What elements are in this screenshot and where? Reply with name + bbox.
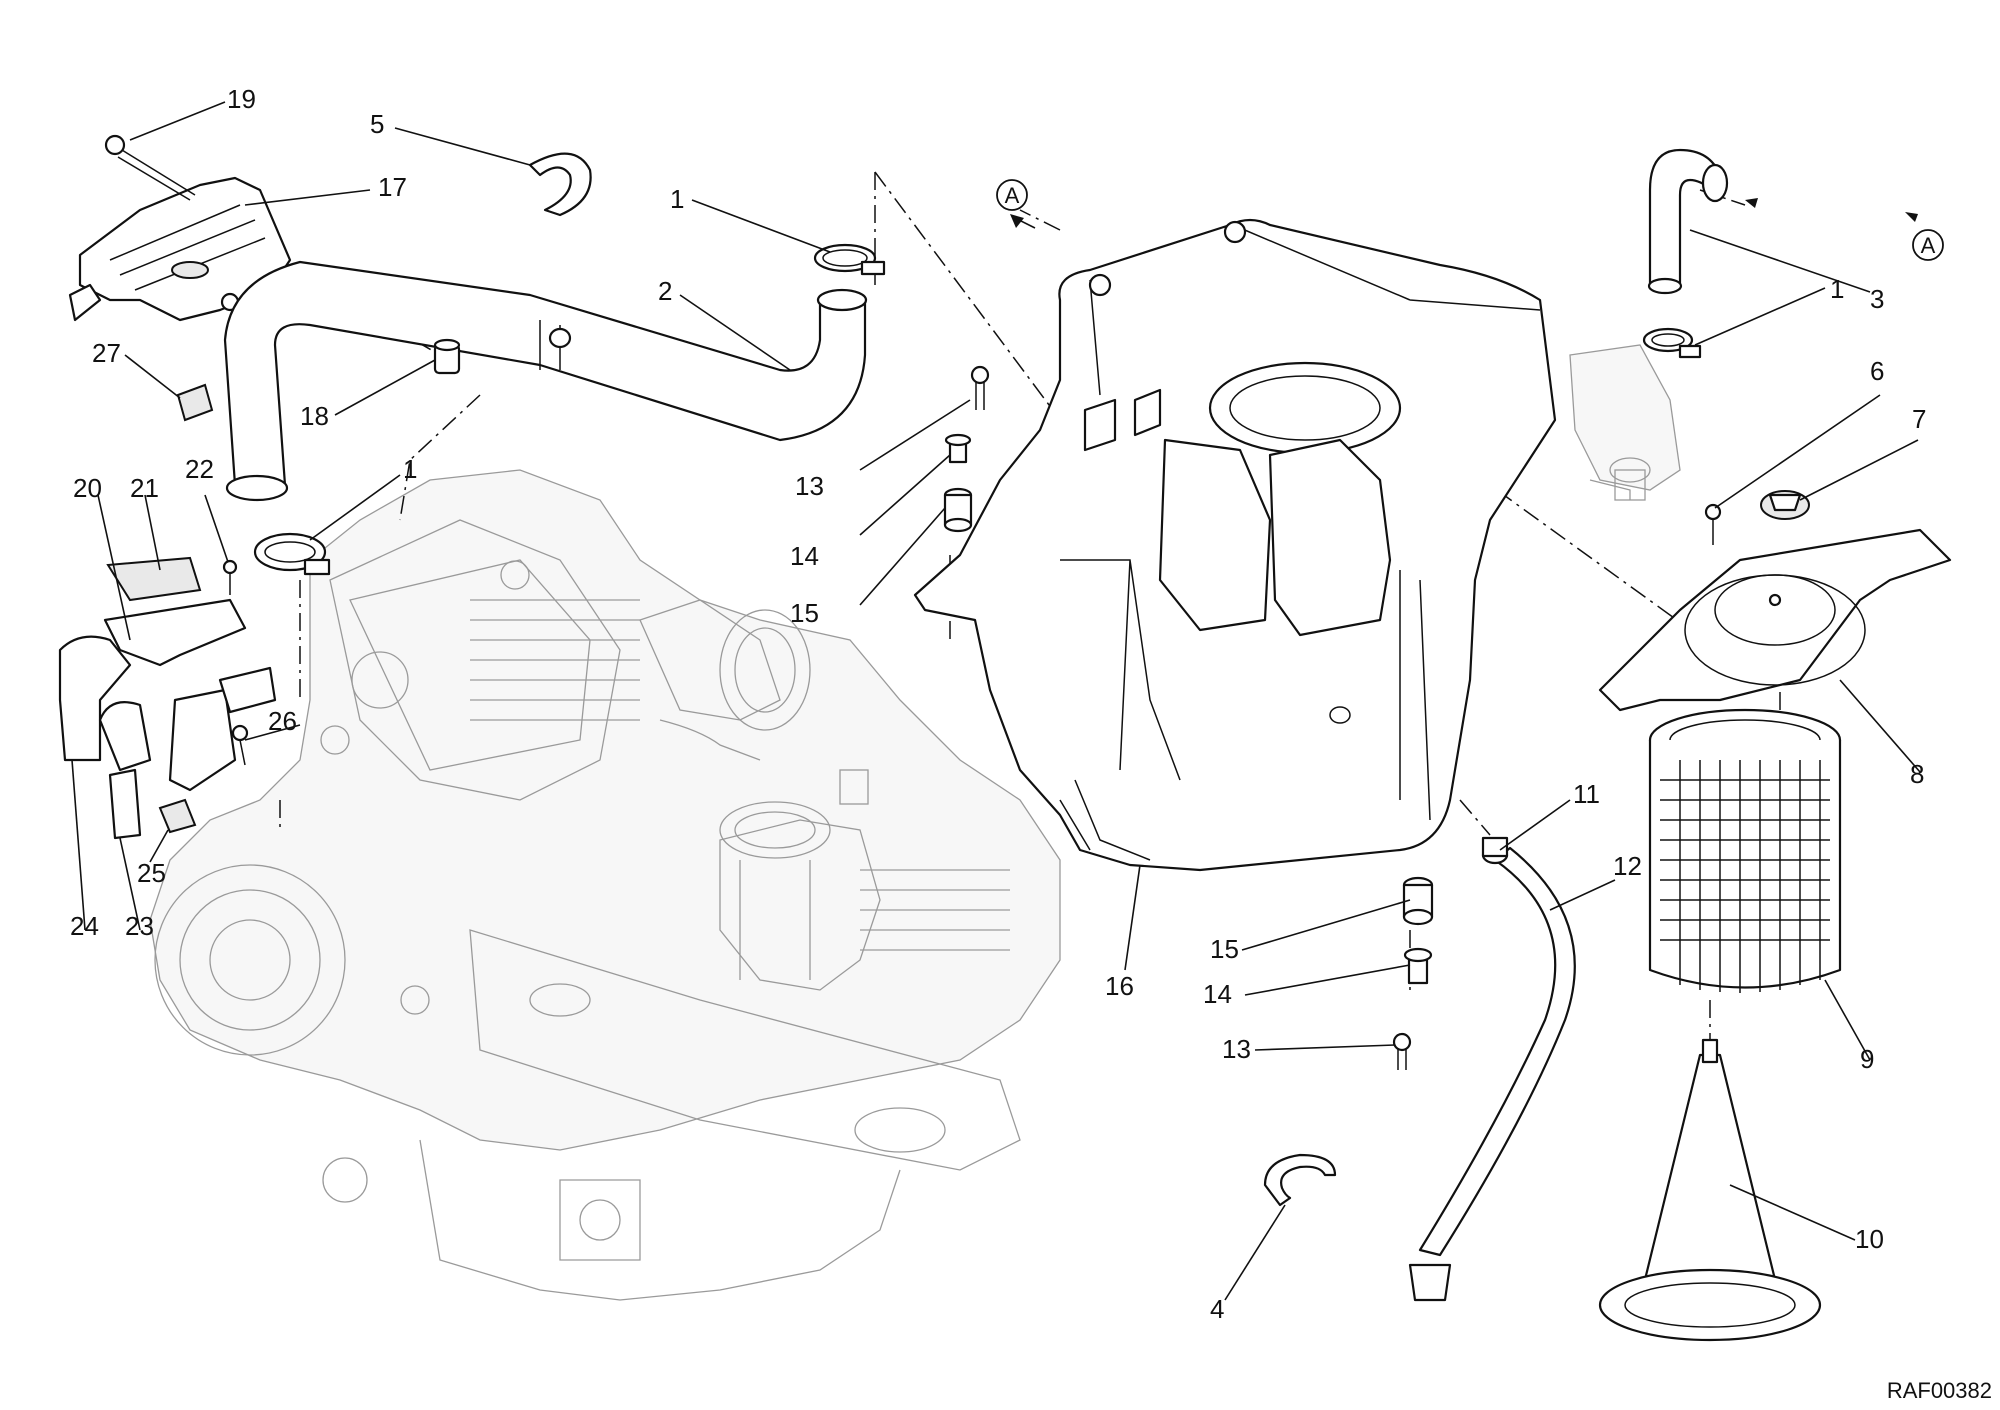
callout-2: 2 (658, 276, 672, 306)
drain-hose-12 (1408, 846, 1576, 1302)
nut-7 (1760, 490, 1810, 520)
callout-15: 15 (790, 598, 819, 628)
callout-6: 6 (1870, 356, 1884, 386)
air-box-16 (913, 218, 1557, 872)
callout-15: 15 (1210, 934, 1239, 964)
callout-7: 7 (1912, 404, 1926, 434)
screw-13-upper (970, 365, 990, 410)
callout-9: 9 (1860, 1044, 1874, 1074)
vent-hose-3 (1647, 148, 1729, 295)
callout-14: 14 (790, 541, 819, 571)
clip-5 (528, 152, 592, 217)
callout-13: 13 (795, 471, 824, 501)
clip-4 (1263, 1153, 1337, 1207)
filter-support-10 (1598, 1038, 1822, 1342)
callout-12: 12 (1613, 851, 1642, 881)
bushing-14-lower (1403, 947, 1433, 985)
callout-25: 25 (137, 858, 166, 888)
callout-labels: 19 5 17 1 2 27 18 1 13 14 15 20 21 22 26… (70, 84, 1926, 1324)
clip-nut-27 (176, 383, 214, 422)
connection-marker-a-right: A (1745, 198, 1944, 261)
callout-27: 27 (92, 338, 121, 368)
hose-clamp-1-upper (813, 243, 886, 276)
callout-26: 26 (268, 706, 297, 736)
callout-8: 8 (1910, 759, 1924, 789)
bushing-14-upper (944, 433, 972, 464)
callout-21: 21 (130, 473, 159, 503)
callout-5: 5 (370, 109, 384, 139)
callout-1: 1 (1830, 274, 1844, 304)
hose-clamp-1-lower (253, 532, 331, 576)
fitting-11 (1481, 836, 1509, 865)
intake-hose-2 (223, 260, 868, 502)
air-filter-9 (1648, 708, 1842, 993)
valve-assembly (1569, 344, 1681, 501)
callout-24: 24 (70, 911, 99, 941)
connection-marker-a-left: A (996, 179, 1036, 229)
callout-13: 13 (1222, 1034, 1251, 1064)
hose-clamp-1-right (1642, 327, 1702, 359)
callout-14: 14 (1203, 979, 1232, 1009)
screw-13-lower (1392, 1032, 1412, 1070)
screw-26 (231, 724, 249, 766)
svg-text:A: A (1005, 183, 1020, 208)
callout-11: 11 (1573, 779, 1600, 809)
bolt-19 (104, 134, 196, 201)
spacer-18 (433, 338, 461, 375)
callout-20: 20 (73, 473, 102, 503)
drawing-reference-code: RAF00382 (1887, 1378, 1992, 1403)
leader-lines (71, 101, 1921, 1301)
bracket-assembly-left (58, 556, 277, 840)
grommet-15-lower (1402, 876, 1434, 926)
callout-18: 18 (300, 401, 329, 431)
callout-17: 17 (378, 172, 407, 202)
screw-22 (222, 559, 238, 595)
callout-10: 10 (1855, 1224, 1884, 1254)
callout-16: 16 (1105, 971, 1134, 1001)
grommet-15-upper (943, 487, 973, 533)
callout-1: 1 (670, 184, 684, 214)
svg-text:A: A (1921, 233, 1936, 258)
callout-19: 19 (227, 84, 256, 114)
screw-6 (1704, 503, 1722, 545)
filter-cover-8 (1598, 528, 1952, 712)
callout-22: 22 (185, 454, 214, 484)
callout-23: 23 (125, 911, 154, 941)
callout-1: 1 (403, 454, 417, 484)
callout-3: 3 (1870, 284, 1884, 314)
callout-4: 4 (1210, 1294, 1224, 1324)
engine-ghost-outline (149, 469, 1061, 1301)
